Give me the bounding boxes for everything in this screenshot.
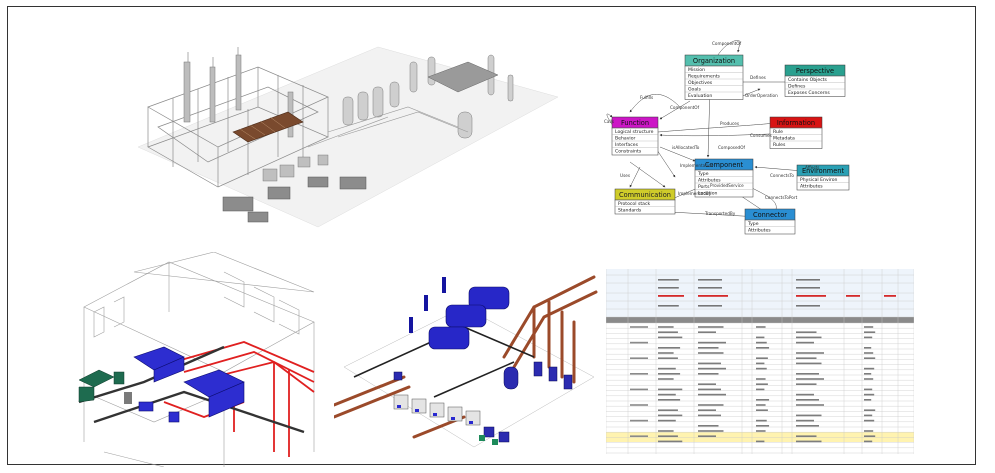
relation-label: ConnectsTo [770, 173, 794, 178]
entity-title: Perspective [796, 67, 834, 75]
entity-title: Component [705, 161, 744, 169]
entity-attribute: Behavior [615, 136, 636, 142]
entity-attribute: Mission [688, 67, 705, 73]
relation-label: Uses [620, 173, 630, 178]
entity-attribute: Rules [773, 142, 786, 148]
relation-label: OrderOperation [745, 93, 778, 98]
entity-attribute: Physical Environ [800, 177, 838, 183]
piping-equipment-model-image [334, 267, 599, 459]
entity-attribute: Attributes [748, 228, 771, 234]
entity-attribute: Protocol stack [618, 201, 651, 207]
entity-title: Organization [693, 57, 735, 65]
relation-label: ComponentOf [712, 41, 742, 46]
relation-label: Fulfills [640, 95, 653, 100]
relation-label: ImplementedBy [678, 191, 712, 196]
entity-attribute: Objectives [688, 80, 713, 86]
relation-label: Affects [805, 165, 819, 170]
relation-label: Implementation [680, 163, 714, 168]
entity-attribute: Ports [698, 184, 710, 190]
plant-3d-model-image [128, 37, 568, 237]
entity-attribute: Metadata [773, 136, 795, 142]
entity-attribute: Interfaces [615, 142, 639, 148]
relation-label: ProvidedService [710, 183, 744, 188]
relation-label: ComponentOf [670, 105, 700, 110]
entity-attribute: Type [747, 221, 759, 227]
relation-label: ComposedOf [718, 145, 745, 150]
entity-title: Environment [802, 167, 845, 175]
entity-attribute: Evaluation [688, 93, 712, 99]
entity-attribute: Logical structure [615, 129, 654, 135]
relation-label: isAllocatedTo [672, 145, 700, 150]
relation-label: Defines [750, 75, 766, 80]
entity-attribute: Requirements [688, 74, 721, 80]
entity-attribute: Defines [788, 84, 806, 90]
entity-title: Communication [619, 191, 671, 199]
building-mep-model-image [74, 252, 319, 467]
entity-attribute: Location [698, 191, 718, 197]
entity-attribute: Attributes [800, 184, 823, 190]
entity-attribute: Rule [773, 129, 783, 135]
relation-label: Calls [604, 119, 614, 124]
entity-attribute: Exposes Concerns [788, 90, 830, 96]
relation-label: Produces [720, 121, 739, 126]
entity-title: Connector [753, 211, 787, 219]
entity-organization: OrganizationMissionRequirementsObjective… [684, 54, 744, 100]
relation-label: Consumes [750, 133, 772, 138]
relation-label: TransportedBy [704, 211, 736, 216]
entity-attribute: Attributes [698, 178, 721, 184]
entity-attribute: Contains Objects [788, 77, 828, 83]
entity-title: Function [621, 119, 649, 127]
entity-attribute: Type [697, 171, 709, 177]
entity-attribute: Constraints [615, 149, 642, 155]
entity-title: Information [777, 119, 815, 127]
entity-attribute: Standards [618, 208, 642, 214]
equipment-spreadsheet-image [606, 269, 914, 454]
relation-label: ConnectsToPort [765, 195, 798, 200]
entity-attribute: Goals [688, 87, 701, 93]
